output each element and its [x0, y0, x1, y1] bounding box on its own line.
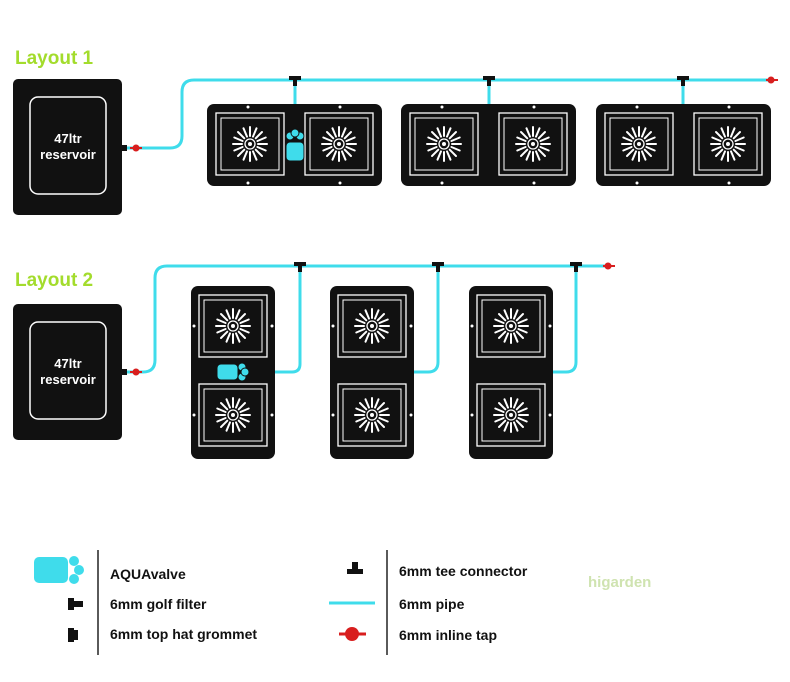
legend-tee-label: 6mm tee connector — [399, 563, 528, 579]
pipe-layout-1 — [122, 78, 770, 150]
tray-2-2 — [330, 286, 414, 459]
legend-aquavalve-icon — [34, 556, 84, 584]
tray-1-3 — [596, 104, 771, 186]
tray-1-2 — [401, 104, 576, 186]
legend-golf-filter-label: 6mm golf filter — [110, 596, 207, 612]
reservoir-2-capacity: 47ltr — [54, 356, 82, 371]
reservoir-1-capacity: 47ltr — [54, 131, 82, 146]
aquavalve-2 — [216, 362, 250, 382]
reservoir-1-label: 47ltr reservoir — [30, 131, 106, 163]
layout-1-heading: Layout 1 — [15, 48, 94, 69]
legend-aquavalve-label: AQUAvalve — [110, 566, 186, 582]
layout-2-heading: Layout 2 — [15, 270, 94, 291]
legend-tee-icon — [347, 562, 363, 574]
grommet-2 — [113, 367, 119, 377]
legend-grommet-label: 6mm top hat grommet — [110, 626, 258, 642]
aquavalve-1 — [285, 128, 305, 162]
end-tap-2 — [603, 262, 615, 270]
inline-tap-2 — [130, 368, 142, 376]
inline-tap-1 — [130, 144, 142, 152]
reservoir-1-word: reservoir — [40, 147, 96, 162]
legend-golf-filter-icon — [68, 598, 83, 610]
legend-grommet-icon — [68, 628, 78, 642]
watermark-logo: higarden — [588, 574, 652, 591]
legend-pipe-label: 6mm pipe — [399, 596, 465, 612]
reservoir-1 — [13, 79, 122, 215]
reservoir-2-label: 47ltr reservoir — [30, 356, 106, 388]
tray-2-3 — [469, 286, 553, 459]
legend-tap-icon — [339, 627, 366, 641]
legend-tap-label: 6mm inline tap — [399, 627, 498, 643]
pipe-layout-2 — [122, 264, 607, 374]
end-tap-1 — [766, 76, 778, 84]
grommet-1 — [113, 143, 119, 153]
reservoir-2-word: reservoir — [40, 372, 96, 387]
golf-filter-1 — [119, 145, 127, 151]
reservoir-2 — [13, 304, 122, 440]
golf-filter-2 — [119, 369, 127, 375]
